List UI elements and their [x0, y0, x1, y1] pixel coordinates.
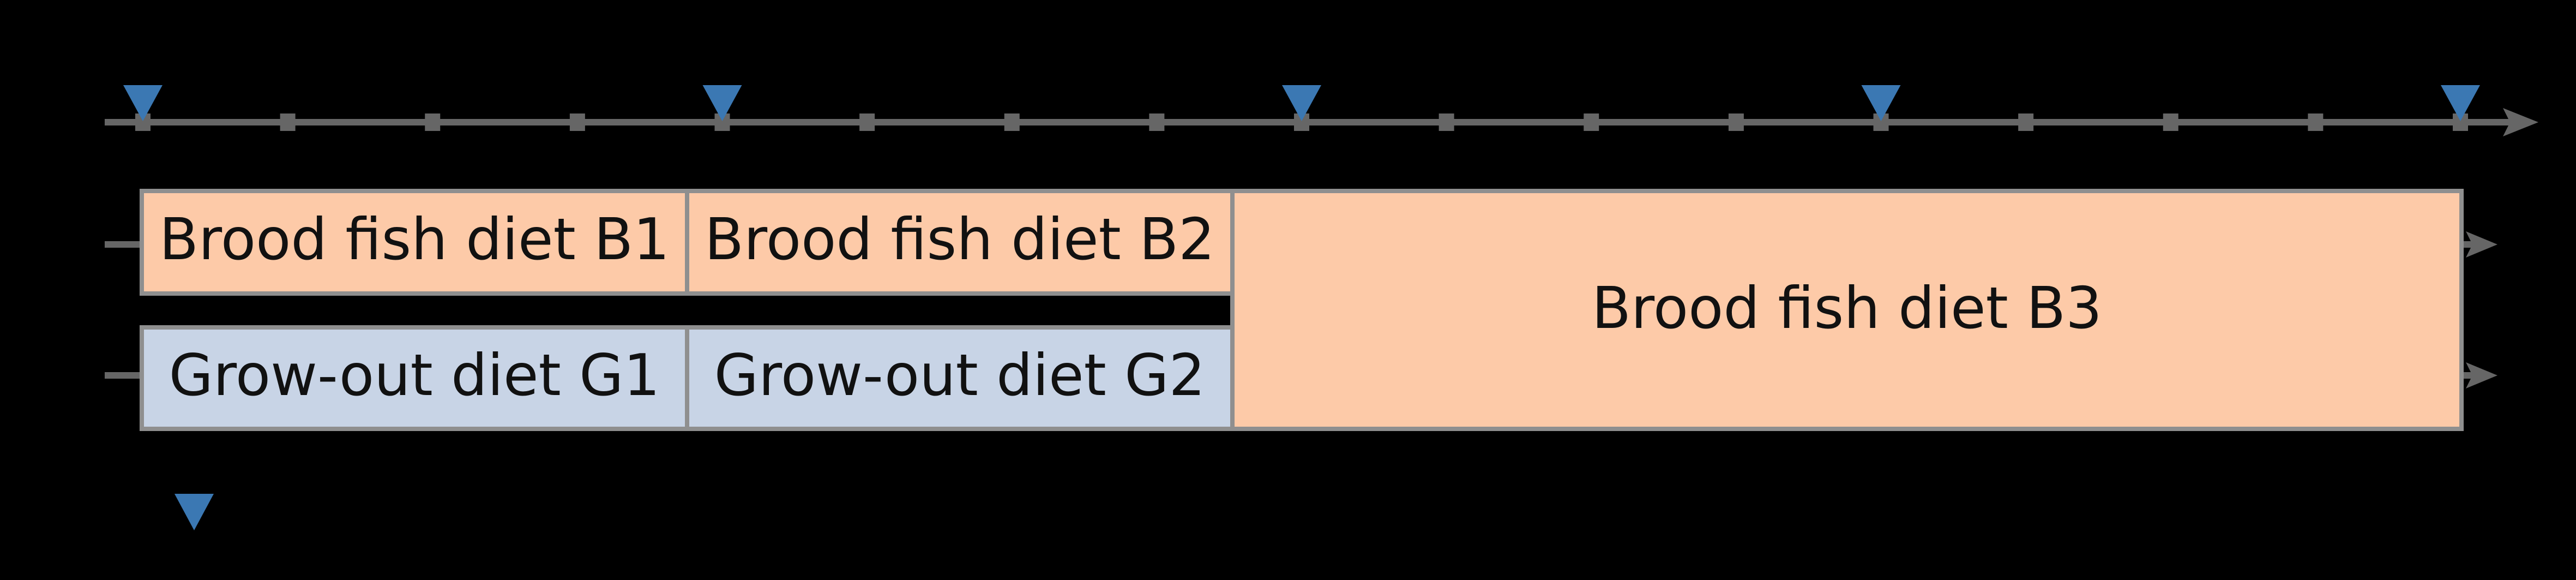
axis-marker-icon: [1861, 85, 1901, 121]
axis-tick: [2163, 113, 2178, 131]
time-axis: [105, 85, 2538, 136]
axis-marker-icon: [123, 85, 162, 121]
brood-segment-b2-box: [685, 189, 1235, 296]
axis-tick: [2018, 113, 2034, 131]
axis-tick: [1439, 113, 1454, 131]
axis-tick: [1149, 113, 1165, 131]
axis-marker-icon: [702, 85, 742, 121]
growout-segment-g2-box: [685, 325, 1235, 431]
brood-row-arrow-icon: [2466, 231, 2497, 258]
growout-row-axis: [105, 362, 2497, 388]
axis-tick: [859, 113, 875, 131]
axis-tick: [425, 113, 441, 131]
time-axis-arrow-icon: [2503, 108, 2538, 136]
growout-row: Grow-out diet G1 Grow-out diet G2: [140, 325, 1235, 431]
brood-segment-b3-box: [1230, 189, 2464, 431]
brood-segment-b2-label: Brood fish diet B2: [705, 206, 1215, 273]
brood-row-axis: [105, 231, 2497, 258]
brood-row: Brood fish diet B1 Brood fish diet B2: [140, 189, 1235, 296]
axis-marker-icon: [1282, 85, 1321, 121]
growout-segment-g2-label: Grow-out diet G2: [714, 342, 1206, 409]
brood-segment-b1-label: Brood fish diet B1: [159, 206, 670, 273]
growout-row-arrow-icon: [2466, 362, 2497, 388]
time-axis-ticks: [135, 113, 2468, 131]
legend-marker-icon: [174, 494, 214, 530]
brood-segment-b3-label: Brood fish diet B3: [1592, 275, 2102, 342]
axis-marker-icon: [2441, 85, 2480, 121]
axis-tick: [2308, 113, 2324, 131]
axis-tick: [1004, 113, 1020, 131]
axis-tick: [280, 113, 296, 131]
axis-tick: [1584, 113, 1599, 131]
brood-segment-b1-box: [140, 189, 689, 296]
axis-tick: [569, 113, 585, 131]
axis-tick: [1728, 113, 1744, 131]
time-axis-markers: [123, 85, 2480, 121]
merged-row: Brood fish diet B3: [1230, 189, 2464, 431]
growout-segment-g1-label: Grow-out diet G1: [169, 342, 660, 409]
